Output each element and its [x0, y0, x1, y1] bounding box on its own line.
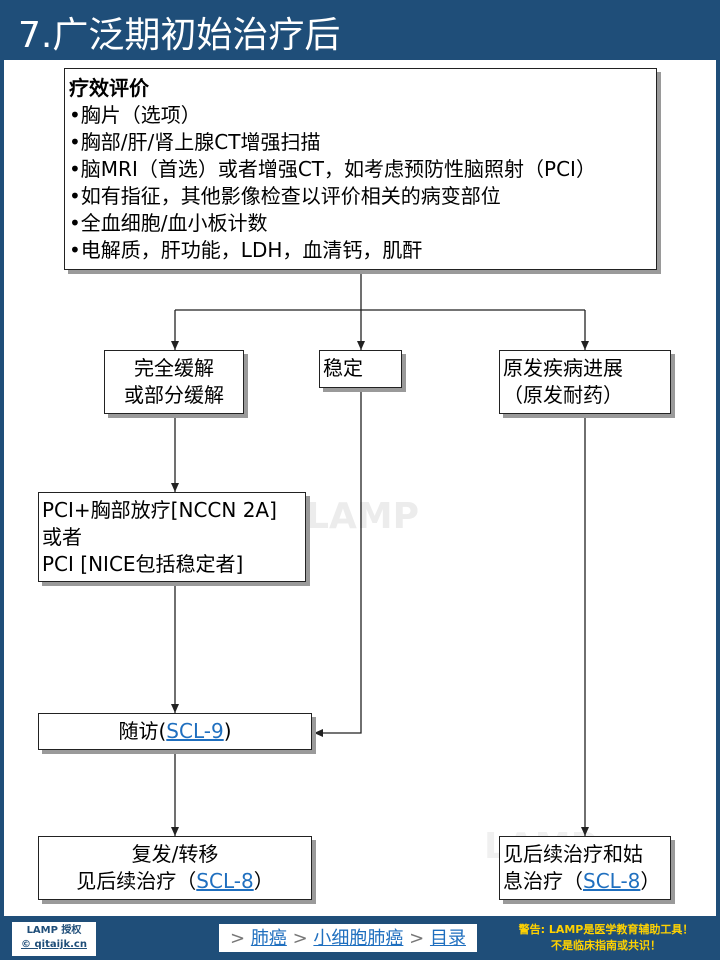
pci-line1: PCI+胸部放疗[NCCN 2A]: [42, 498, 277, 522]
evaluation-item: •电解质，肝功能，LDH，血清钙，肌酐: [69, 238, 423, 262]
progression-box: 原发疾病进展 （原发耐药）: [499, 350, 671, 414]
evaluation-item: •全血细胞/血小板计数: [69, 211, 268, 235]
footer-bar: LAMP 授权 © qitaijk.cn > 肺癌 > 小细胞肺癌 > 目录 警…: [0, 916, 720, 960]
evaluation-item: •胸片（选项）: [69, 103, 201, 127]
relapse-box: 复发/转移 见后续治疗（SCL-8）: [38, 836, 312, 900]
breadcrumb-lung-cancer[interactable]: 肺癌: [250, 928, 287, 949]
evaluation-item: •脑MRI（首选）或者增强CT，如考虑预防性脑照射（PCI）: [69, 157, 596, 181]
evaluation-box: 疗效评价 •胸片（选项） •胸部/肝/肾上腺CT增强扫描 •脑MRI（首选）或者…: [64, 68, 657, 270]
license-line1: LAMP 授权: [26, 925, 82, 936]
response-box: 完全缓解 或部分缓解: [104, 350, 244, 414]
pci-box: PCI+胸部放疗[NCCN 2A] 或者 PCI [NICE包括稳定者]: [38, 492, 306, 582]
breadcrumb-contents[interactable]: 目录: [429, 928, 466, 949]
relapse-line2-prefix: 见后续治疗（: [76, 869, 197, 893]
breadcrumb-separator: >: [409, 928, 425, 949]
pci-line2: 或者: [42, 525, 82, 549]
subsequent-scl8-link[interactable]: SCL-8: [583, 869, 641, 893]
warning-line1: 警告: LAMP是医学教育辅助工具！: [518, 923, 694, 936]
followup-box: 随访(SCL-9): [38, 713, 312, 750]
breadcrumb-prefix: >: [230, 928, 246, 949]
stable-box: 稳定: [319, 350, 402, 388]
arrow-stable-to-followup: [314, 388, 362, 737]
warning-notice: 警告: LAMP是医学教育辅助工具！ 不是临床指南或共识！: [500, 922, 712, 956]
stable-label: 稳定: [323, 356, 363, 380]
relapse-line2-suffix: ）: [253, 869, 274, 893]
subsequent-line2-suffix: ）: [640, 869, 661, 893]
response-line2: 或部分缓解: [124, 383, 224, 407]
breadcrumb: > 肺癌 > 小细胞肺癌 > 目录: [218, 923, 478, 953]
progression-line2: （原发耐药）: [503, 383, 623, 407]
evaluation-item: •如有指征，其他影像检查以评价相关的病变部位: [69, 184, 501, 208]
subsequent-line2-prefix: 息治疗（: [503, 869, 583, 893]
evaluation-heading: 疗效评价: [69, 76, 149, 100]
license-line2[interactable]: © qitaijk.cn: [21, 939, 87, 950]
subsequent-line1: 见后续治疗和姑: [503, 842, 643, 866]
watermark-text: LAMP: [306, 496, 420, 537]
evaluation-item: •胸部/肝/肾上腺CT增强扫描: [69, 130, 321, 154]
breadcrumb-separator: >: [292, 928, 308, 949]
followup-prefix: 随访(: [118, 719, 167, 743]
license-badge: LAMP 授权 © qitaijk.cn: [12, 922, 96, 956]
relapse-line1: 复发/转移: [131, 842, 219, 866]
pci-line3: PCI [NICE包括稳定者]: [42, 552, 244, 576]
followup-suffix: ): [223, 719, 232, 743]
progression-line1: 原发疾病进展: [503, 356, 623, 380]
breadcrumb-sclc[interactable]: 小细胞肺癌: [313, 928, 404, 949]
relapse-scl8-link[interactable]: SCL-8: [196, 869, 254, 893]
header-bar: 7.广泛期初始治疗后: [0, 0, 720, 60]
followup-scl9-link[interactable]: SCL-9: [166, 719, 224, 743]
warning-line2: 不是临床指南或共识！: [551, 939, 661, 952]
page-title: 7.广泛期初始治疗后: [18, 15, 341, 56]
subsequent-box: 见后续治疗和姑 息治疗（SCL-8）: [499, 836, 671, 900]
response-line1: 完全缓解: [134, 356, 214, 380]
